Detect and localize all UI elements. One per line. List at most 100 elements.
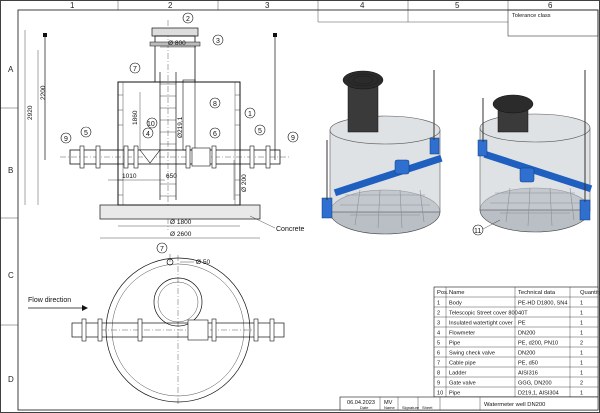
parts-table-cell: Cable pipe bbox=[449, 361, 476, 367]
plan-main-pipe bbox=[71, 322, 285, 338]
parts-table-cell: 2 bbox=[580, 341, 583, 347]
parts-table-cell: Pipe bbox=[449, 341, 460, 347]
dim-d50: Ø 50 bbox=[196, 259, 210, 266]
check-valve-shape bbox=[191, 147, 211, 167]
top-plan-view bbox=[71, 254, 285, 405]
zone-row-b: B bbox=[8, 166, 13, 175]
zone-row-d: D bbox=[8, 375, 14, 384]
parts-table-header: Name bbox=[449, 290, 464, 296]
parts-table-cell: 1 bbox=[580, 371, 583, 377]
parts-table-cell: 2 bbox=[437, 311, 440, 317]
parts-table-cell: PE bbox=[518, 321, 526, 327]
parts-table-header: Quantity bbox=[580, 290, 600, 296]
callout-7-front: 7 bbox=[133, 66, 137, 73]
flow-direction: Flow direction bbox=[28, 297, 88, 311]
zone-row-a: A bbox=[8, 65, 14, 74]
drawing-title: Watermeter well DN200 bbox=[484, 402, 545, 408]
parts-table-cell: 9 bbox=[437, 381, 440, 387]
parts-table-cell: Flowmeter bbox=[449, 331, 475, 337]
parts-table-cell: 1 bbox=[580, 301, 583, 307]
flowmeter-shape bbox=[139, 149, 161, 164]
dim-2200: 2200 bbox=[40, 85, 47, 100]
parts-table-cell: 1 bbox=[580, 391, 583, 397]
concrete-label: Concrete bbox=[276, 226, 305, 233]
title-initials: MV bbox=[384, 400, 393, 406]
callout-1: 1 bbox=[248, 111, 252, 118]
dim-d800: Ø 800 bbox=[168, 40, 186, 47]
callout-11: 11 bbox=[474, 228, 481, 235]
title-signature-label: Signature bbox=[402, 405, 420, 410]
dim-d1800: Ø 1800 bbox=[170, 219, 192, 226]
dim-2920: 2920 bbox=[27, 105, 34, 120]
dim-d219: Ø219,1 bbox=[177, 116, 184, 138]
render-iso-left bbox=[321, 70, 443, 235]
parts-table-cell: Telescopic Street cover 800 bbox=[449, 311, 518, 317]
parts-table-cell: 8 bbox=[437, 371, 440, 377]
front-dimensions: 2920 2200 1860 1010 Ø 200 Ø 800 Ø 1800 Ø… bbox=[24, 30, 260, 239]
parts-table-cell: 1 bbox=[580, 351, 583, 357]
parts-table-cell: PE-HD D1800, SN4 bbox=[518, 301, 567, 307]
zone-col-5: 5 bbox=[455, 1, 460, 10]
drawing-frame bbox=[17, 9, 599, 411]
parts-table-cell: Ladder bbox=[449, 371, 467, 377]
dim-1860: 1860 bbox=[132, 110, 139, 125]
dim-d2600: Ø 2600 bbox=[170, 231, 192, 238]
dim-650: 650 bbox=[166, 173, 177, 180]
parts-table-cell: PE, d50 bbox=[518, 361, 538, 367]
parts-table-cell: 1 bbox=[580, 361, 583, 367]
parts-table-cell: 1 bbox=[580, 331, 583, 337]
parts-table: Pos.Name Technical data Quantity 1 Body PE-HD… bbox=[433, 286, 600, 408]
parts-table-cell: 4 bbox=[437, 331, 440, 337]
parts-table-cell: 6 bbox=[437, 351, 440, 357]
callout-8: 8 bbox=[213, 101, 217, 108]
concrete-base bbox=[99, 204, 261, 220]
title-block: 06.04.2023 MV Date Name Signature Sheet … bbox=[339, 396, 599, 411]
callout-5-left: 5 bbox=[84, 130, 88, 137]
zone-col-6: 6 bbox=[548, 1, 553, 10]
parts-table-cell: 1 bbox=[580, 321, 583, 327]
parts-table-cell: 5 bbox=[437, 341, 440, 347]
parts-table-cell: 40T bbox=[518, 311, 528, 317]
callout-10: 10 bbox=[147, 121, 155, 128]
zone-col-1: 1 bbox=[70, 1, 75, 10]
parts-table-cell: GGG, DN200 bbox=[518, 381, 552, 387]
parts-table-cell: Pipe bbox=[449, 391, 460, 397]
parts-table-cell: Body bbox=[449, 301, 462, 307]
parts-table-cell: 3 bbox=[437, 321, 440, 327]
zone-row-c: C bbox=[8, 271, 14, 280]
tolerance-label: Tolerance class bbox=[512, 13, 551, 19]
zone-col-2: 2 bbox=[168, 1, 173, 10]
callout-5-right: 5 bbox=[258, 128, 262, 135]
plan-callouts: 7 Ø 50 bbox=[156, 242, 210, 266]
callout-9-left: 9 bbox=[64, 136, 68, 143]
street-cover bbox=[151, 27, 199, 37]
title-date: 06.04.2023 bbox=[347, 400, 375, 406]
title-sheet-label: Sheet bbox=[422, 405, 433, 410]
callout-2: 2 bbox=[186, 16, 190, 23]
telescopic-neck bbox=[154, 35, 196, 83]
front-section-view bbox=[43, 20, 290, 230]
render-iso-right: 11 bbox=[472, 70, 593, 236]
callout-6: 6 bbox=[213, 131, 217, 138]
parts-table-cell: Swing check valve bbox=[449, 351, 495, 357]
parts-table-cell: D219,1, AISI304 bbox=[518, 391, 559, 397]
parts-table-header: Pos. bbox=[437, 290, 449, 296]
callout-9-right: 9 bbox=[291, 135, 295, 142]
parts-table-cell: DN200 bbox=[518, 351, 535, 357]
front-callouts: 2 3 7 8 1 10 4 6 5 5 9 9 bbox=[60, 12, 299, 144]
zone-col-4: 4 bbox=[360, 1, 365, 10]
ladder bbox=[159, 72, 177, 200]
parts-table-cell: 1 bbox=[580, 311, 583, 317]
parts-table-cell: 7 bbox=[437, 361, 440, 367]
flow-direction-label: Flow direction bbox=[28, 297, 71, 304]
row-zone-markers: A B C D bbox=[0, 65, 18, 384]
parts-table-cell: DN200 bbox=[518, 331, 535, 337]
callout-4: 4 bbox=[146, 131, 150, 138]
parts-table-cell: 10 bbox=[437, 391, 443, 397]
parts-table-cell: PE, d200, PN10 bbox=[518, 341, 558, 347]
parts-table-cell: Insulated watertight cover bbox=[449, 321, 513, 327]
tolerance-box: Tolerance class bbox=[317, 9, 599, 37]
parts-table-cell: Gate valve bbox=[449, 381, 476, 387]
parts-table-header: Technical data bbox=[518, 290, 556, 296]
